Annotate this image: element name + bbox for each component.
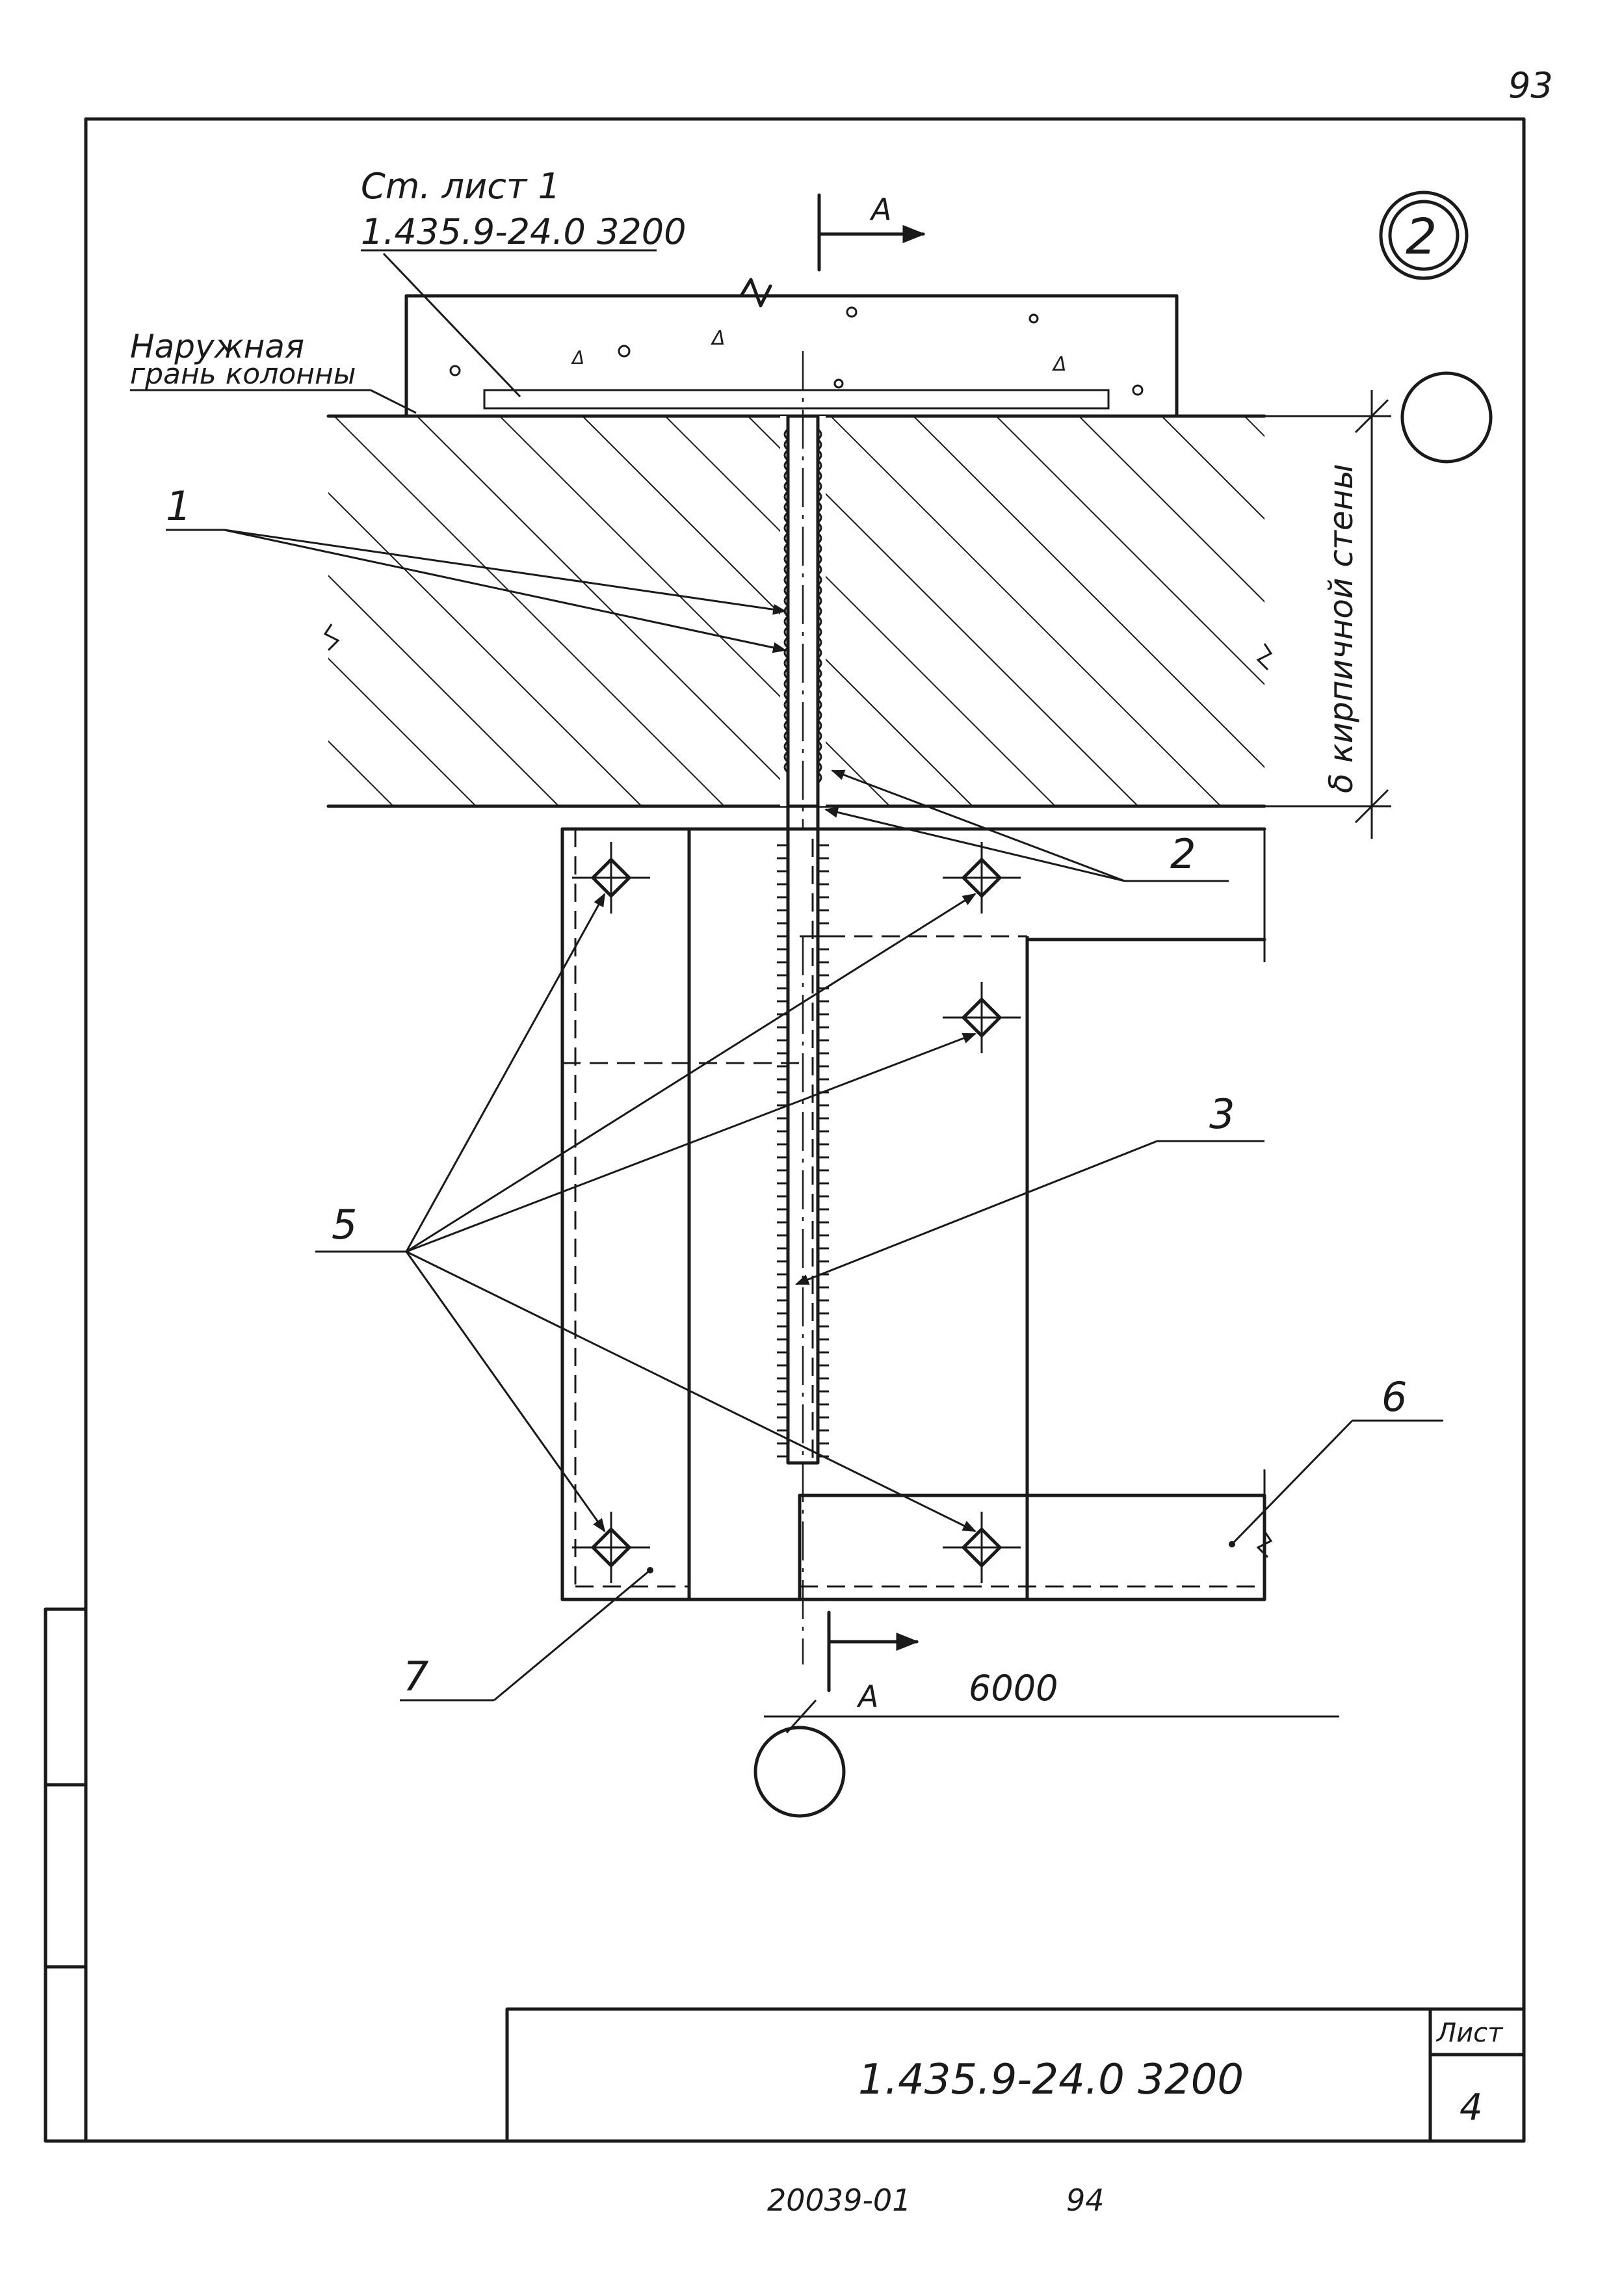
axis-marker-bottom: [753, 1726, 846, 1818]
wall-thickness-dimension: δ кирпичной стены: [1264, 390, 1391, 839]
section-mark-top: А: [817, 192, 926, 272]
svg-text:6: 6: [1382, 1373, 1407, 1421]
callout-1: 3: [795, 1090, 1264, 1285]
footer-page-number: 94: [1066, 2183, 1105, 2218]
svg-text:3: 3: [1209, 1090, 1235, 1138]
bolt-3: [943, 982, 1021, 1053]
lower-beam: [798, 1469, 1273, 1601]
bolt-1: [572, 842, 650, 914]
node-number-marker: 2: [1379, 191, 1469, 280]
callout-5: 5: [315, 893, 976, 1532]
svg-text:Δ: Δ: [571, 347, 584, 369]
vertical-bar-1: [777, 804, 829, 1465]
svg-text:А: А: [869, 192, 891, 227]
reference-note: Cm. лист 1 1.435.9-24.0 3200: [361, 166, 686, 398]
callout-3: 7: [400, 1567, 653, 1702]
sheet-number: 4: [1460, 2086, 1483, 2129]
weld-ticks: [777, 844, 829, 1458]
svg-text:7: 7: [403, 1653, 428, 1700]
upper-beam-bracket: [798, 827, 1268, 962]
inventory-number: 20039-01: [767, 2183, 911, 2218]
gusset-plate: [560, 827, 1029, 1601]
svg-text:грань колонны: грань колонны: [130, 358, 356, 391]
svg-text:Cm. лист 1: Cm. лист 1: [361, 166, 560, 207]
bolt-5: [943, 1512, 1021, 1583]
svg-text:6000: 6000: [969, 1668, 1058, 1709]
left-plate: [560, 827, 691, 1601]
svg-text:Наружная: Наружная: [130, 328, 304, 365]
svg-text:2: 2: [1406, 207, 1437, 265]
section-mark-bottom: А: [827, 1611, 919, 1714]
svg-text:δ кирпичной стены: δ кирпичной стены: [1322, 464, 1360, 793]
weld-beads-left: [783, 428, 790, 774]
axis-dimension: 6000: [764, 1668, 1339, 1734]
callout-2: 6: [1229, 1373, 1443, 1547]
svg-text:2: 2: [1170, 830, 1196, 878]
callout-7: 1: [166, 482, 787, 653]
bolt-4: [572, 1512, 650, 1583]
svg-text:1.435.9-24.0 3200: 1.435.9-24.0 3200: [361, 211, 686, 252]
svg-text:Δ: Δ: [1052, 353, 1067, 376]
svg-text:А: А: [856, 1679, 878, 1714]
svg-text:1: 1: [166, 482, 191, 530]
page-number: 93: [1508, 65, 1553, 106]
anchor-bar-in-wall: [780, 351, 826, 1664]
svg-text:Δ: Δ: [711, 327, 726, 350]
svg-text:5: 5: [332, 1201, 357, 1248]
sheet-label: Лист: [1435, 2018, 1504, 2048]
title-block: 1.435.9-24.0 3200 Лист 4: [505, 2007, 1526, 2143]
callout-6: 2: [824, 769, 1229, 882]
weld-beads-right: [816, 428, 822, 784]
embedded-plate: [483, 389, 1110, 410]
column-face-note: Наружная грань колонны: [130, 328, 417, 414]
concrete-column: Δ Δ Δ: [404, 278, 1179, 418]
doc-code: 1.435.9-24.0 3200: [858, 2056, 1244, 2104]
bolt-2: [943, 842, 1021, 914]
axis-marker-right: [1400, 371, 1493, 464]
